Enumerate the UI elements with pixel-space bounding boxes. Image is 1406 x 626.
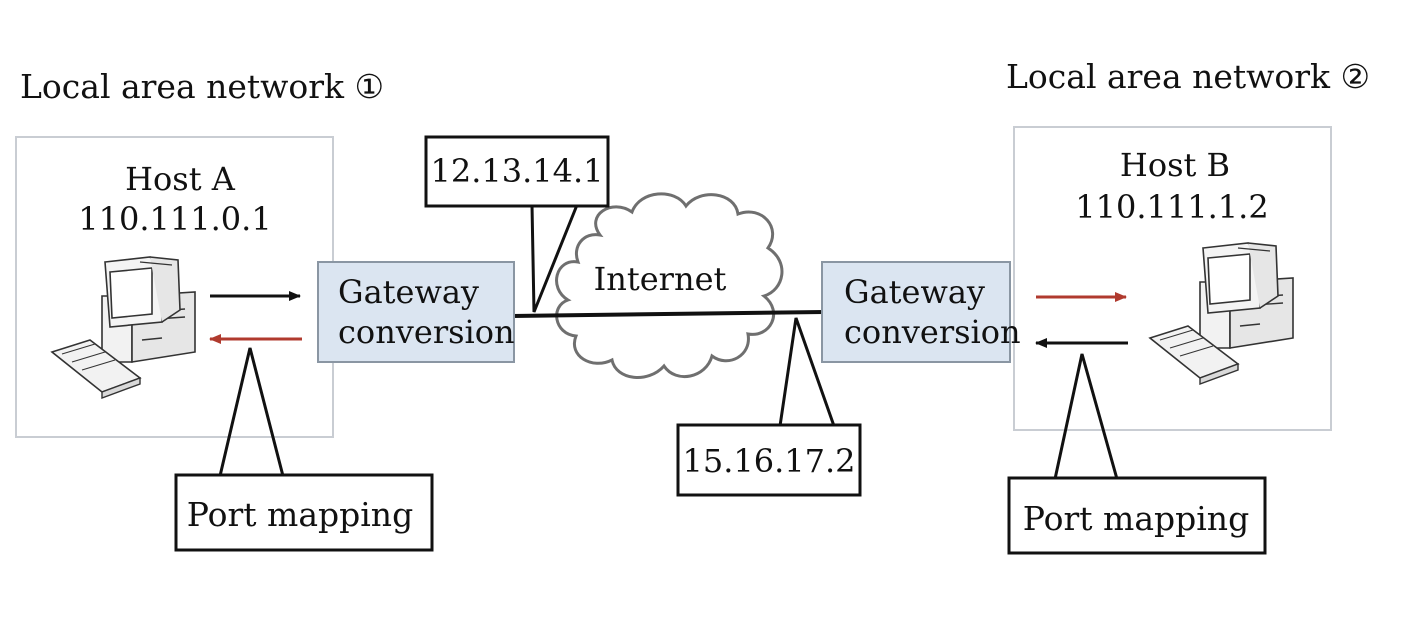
internet-label: Internet (594, 260, 727, 298)
backbone-link (511, 310, 825, 318)
internet-cloud (555, 192, 784, 379)
port-mapping-left-label: Port mapping (187, 495, 413, 534)
port-mapping-right-label: Port mapping (1023, 499, 1249, 538)
gateway-right-line1: Gateway (844, 273, 985, 311)
host-b-ip: 110.111.1.2 (1075, 188, 1268, 226)
callout-pointer-public-ip-left (530, 204, 579, 313)
callout-box-public-ip-left (424, 135, 610, 208)
gateway-right-line2: conversion (844, 313, 1021, 351)
callout-pointer-port-mapping-left (218, 347, 285, 477)
computer-icon (50, 256, 196, 400)
gateway-left-box (317, 261, 515, 363)
host-a-name: Host A (125, 160, 236, 198)
lan-right-title: Local area network ② (1006, 57, 1370, 96)
callout-pointer-public-ip-right (778, 317, 836, 427)
gateway-left-line2: conversion (338, 313, 515, 351)
callout-box-port-mapping-left (174, 473, 434, 552)
computer-icon (1148, 242, 1294, 386)
gateway-left-line1: Gateway (338, 273, 479, 311)
lan-left-title: Local area network ① (20, 67, 384, 106)
callout-pointer-port-mapping-right (1053, 353, 1119, 480)
gateway-right-box (821, 261, 1011, 363)
host-b-name: Host B (1120, 146, 1230, 184)
callout-box-port-mapping-right (1007, 476, 1267, 555)
public-ip-left-label: 12.13.14.1 (430, 152, 603, 190)
host-a-ip: 110.111.0.1 (78, 200, 271, 238)
public-ip-right-label: 15.16.17.2 (682, 442, 855, 480)
callout-box-public-ip-right (676, 423, 862, 497)
